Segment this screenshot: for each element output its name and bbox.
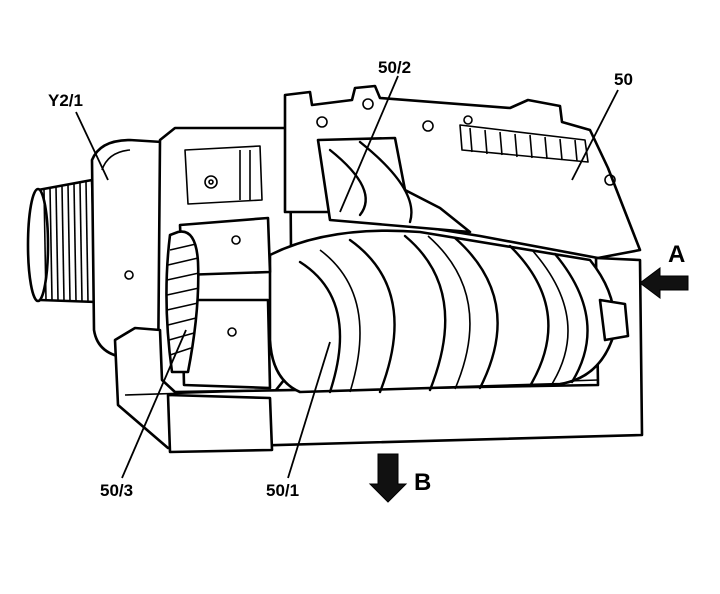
label-b: B (414, 469, 431, 496)
arrow-a-icon (639, 267, 689, 299)
timing-gear (165, 216, 272, 390)
upper-rotor (316, 136, 472, 234)
end-plate-details (184, 145, 263, 205)
label-50-3: 50/3 (100, 481, 133, 500)
label-50-2: 50/2 (378, 58, 411, 77)
arrow-b-icon (368, 453, 408, 503)
leader-lines (75, 75, 619, 479)
label-50: 50 (614, 70, 633, 89)
pulley-clutch (26, 138, 170, 360)
label-a: A (668, 241, 685, 268)
label-50-1: 50/1 (266, 481, 299, 500)
label-y2-1: Y2/1 (48, 91, 83, 110)
rotor (268, 229, 630, 394)
